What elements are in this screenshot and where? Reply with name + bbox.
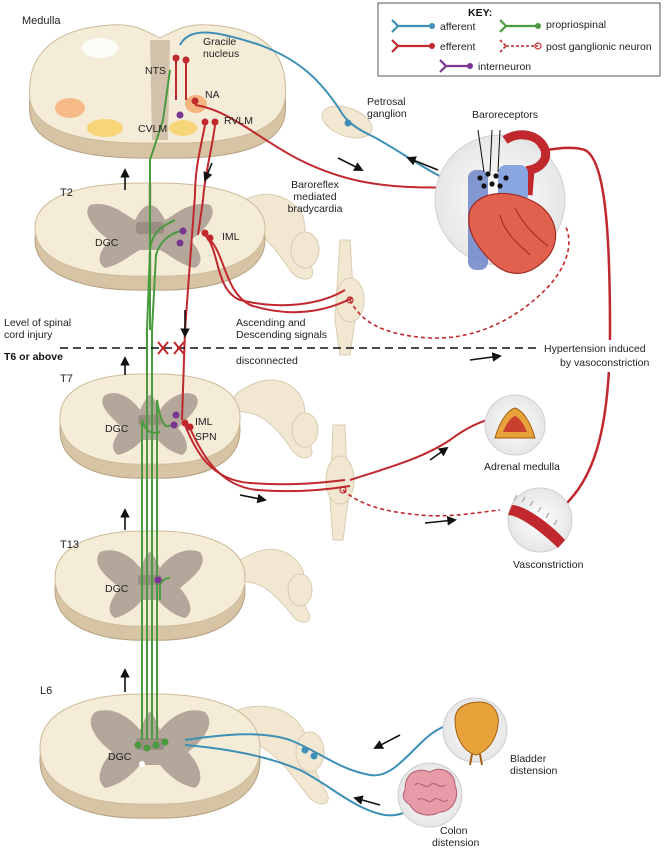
colon-label-1: Colon (440, 825, 468, 837)
injury-label-1: Level of spinal (4, 317, 71, 329)
heart-illustration (434, 129, 566, 274)
injury-label-3: T6 or above (4, 351, 63, 363)
cord-section-t13 (54, 530, 246, 641)
bladder-label-1: Bladder (510, 753, 547, 765)
disconnect-label-2: Descending signals (236, 329, 327, 341)
hypertension-label-2: by vasoconstriction (560, 357, 649, 369)
cord-label-iml-t2: IML (222, 231, 240, 243)
disconnect-label-1: Ascending and (236, 317, 306, 329)
baroreceptors-label: Baroreceptors (472, 109, 538, 121)
cord-label-dgc-l6: DGC (108, 751, 132, 763)
petrosal-label-1: Petrosal (367, 96, 406, 108)
medulla-label-na: NA (205, 89, 220, 101)
injury-label-2: cord injury (4, 329, 53, 341)
baroreflex-label-1: Baroreflex (291, 179, 340, 191)
colon-illustration (397, 762, 463, 828)
propriospinal-tracts (141, 69, 186, 740)
key-title: KEY: (468, 7, 492, 19)
cord-label-dgc-t7: DGC (105, 423, 129, 435)
key-afferent-label: afferent (440, 21, 475, 33)
key-interneuron-label: interneuron (478, 61, 531, 73)
medulla-label-rvlm: RVLM (224, 115, 253, 127)
key-propriospinal-label: propriospinal (546, 19, 606, 31)
disconnect-label-3: disconnected (236, 355, 298, 367)
key-legend: KEY: afferent propriospinal efferent pos… (377, 2, 661, 77)
cord-label-spn-t7: SPN (195, 431, 217, 443)
cord-section-t7 (59, 373, 241, 479)
postganglionic-pathways (342, 224, 570, 517)
injury-level-line (60, 341, 540, 355)
cord-label-dgc-t13: DGC (105, 583, 129, 595)
segment-label-medulla: Medulla (22, 15, 61, 27)
blood-vessel-illustration (507, 487, 573, 553)
adrenal-gland-illustration (484, 394, 546, 456)
flow-arrows (120, 156, 502, 806)
cord-section-l6 (39, 693, 261, 819)
segment-label-l6: L6 (40, 685, 52, 697)
segment-label-t13: T13 (60, 539, 79, 551)
efferent-pathways (175, 60, 612, 506)
segment-label-t2: T2 (60, 187, 73, 199)
afferent-pathways (179, 31, 471, 817)
baroreflex-label-3: bradycardia (288, 203, 343, 215)
cord-label-dgc-t2: DGC (95, 237, 119, 249)
cord-label-iml-t7: IML (195, 416, 213, 428)
interneurons (154, 111, 187, 584)
baroreflex-label-2: mediated (293, 191, 336, 203)
adrenal-label: Adrenal medulla (484, 461, 560, 473)
medulla-label-nts: NTS (145, 65, 166, 77)
hypertension-label-1: Hypertension induced (544, 343, 646, 355)
bladder-illustration (442, 697, 508, 766)
key-postganglionic-label: post ganglionic neuron (546, 41, 652, 53)
bladder-label-2: distension (510, 765, 557, 777)
key-efferent-label: efferent (440, 41, 475, 53)
colon-label-2: distension (432, 837, 479, 849)
medulla-label-gracile-2: nucleus (203, 48, 239, 60)
medulla-label-gracile-1: Gracile (203, 36, 236, 48)
vasoconstriction-label: Vasconstriction (513, 559, 584, 571)
petrosal-label-2: ganglion (367, 108, 407, 120)
medulla-label-cvlm: CVLM (138, 123, 167, 135)
segment-label-t7: T7 (60, 373, 73, 385)
